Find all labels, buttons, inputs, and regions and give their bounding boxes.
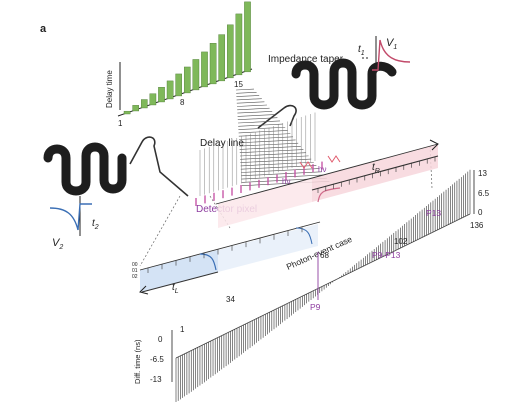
event-tick-102: 102 bbox=[394, 237, 408, 246]
delay-line-segment bbox=[240, 161, 314, 167]
delay-line-segment bbox=[237, 107, 270, 111]
histogram-bar bbox=[149, 93, 157, 106]
v1-pulse-inset: V1 t1 bbox=[358, 36, 411, 76]
event-tick-68: 68 bbox=[320, 251, 329, 260]
delay-line-segment bbox=[236, 95, 260, 97]
histogram-bar bbox=[132, 105, 140, 112]
blue-pulse bbox=[199, 253, 217, 271]
impedance-taper-label: Impedance taper bbox=[268, 54, 344, 65]
event-tick-136: 136 bbox=[470, 221, 484, 230]
delay-line-comb bbox=[199, 88, 330, 196]
delay-line-segment bbox=[241, 171, 322, 177]
delay-histogram: Delay time 1 8 15 bbox=[105, 1, 253, 128]
photon-arrow-2: hν bbox=[318, 155, 341, 174]
delay-line-segment bbox=[239, 152, 307, 157]
event-right-tick-6.5: 6.5 bbox=[478, 189, 490, 198]
detector-pixel-markers bbox=[195, 161, 323, 206]
delay-line-segment bbox=[240, 168, 320, 173]
delay-line-segment bbox=[239, 139, 296, 144]
delay-line-segment bbox=[238, 123, 283, 127]
histogram-bar bbox=[235, 13, 243, 76]
event-baseline bbox=[175, 213, 471, 359]
right-thick-meander bbox=[291, 58, 397, 110]
event-tick-34: 34 bbox=[226, 295, 235, 304]
delay-line-segment bbox=[239, 146, 301, 150]
delay-line-segment bbox=[240, 165, 317, 170]
t1-label: t1 bbox=[358, 44, 365, 57]
delay-line-segment bbox=[237, 120, 281, 124]
v2-pulse-inset: V2 t2 bbox=[49, 196, 99, 251]
histogram-bar bbox=[244, 1, 251, 73]
pink-pulse bbox=[317, 187, 341, 203]
right-thin-loop bbox=[257, 104, 297, 129]
photon-arrow-1: hν bbox=[282, 161, 313, 186]
blue-ribbon-mid bbox=[218, 224, 318, 272]
timing-ribbons: tR tL bbox=[139, 139, 439, 295]
event-right-tick-13: 13 bbox=[478, 169, 487, 178]
delay-line-segment bbox=[237, 111, 273, 114]
left-thick-meander bbox=[43, 142, 127, 196]
photon-label-1: hν bbox=[282, 177, 290, 186]
svg-text:01: 01 bbox=[132, 268, 138, 274]
histogram-y-label: Delay time bbox=[105, 70, 114, 108]
t2-label: t2 bbox=[92, 218, 99, 231]
v1-label: V1 bbox=[386, 37, 397, 51]
ribbon-small-labels: 00 01 02 bbox=[132, 262, 138, 280]
p9-p13-label: P9-P13 bbox=[372, 250, 401, 260]
delay-line-segment bbox=[236, 104, 268, 107]
histogram-tick-8: 8 bbox=[180, 98, 185, 107]
histogram-bar bbox=[140, 99, 148, 109]
tL-label: tL bbox=[172, 282, 179, 295]
blue-ribbon-left bbox=[140, 250, 218, 292]
event-left-tick-m13: -13 bbox=[150, 375, 162, 384]
event-y-label: Diff. time (ns) bbox=[133, 339, 142, 384]
delay-line-segment bbox=[237, 117, 278, 120]
histogram-bar bbox=[218, 34, 226, 82]
delay-line-label: Delay line bbox=[200, 138, 244, 149]
histogram-bar bbox=[192, 59, 200, 91]
photon-event-chart: Photon-event case 1 34 68 102 136 13 6.5… bbox=[133, 169, 490, 402]
v1-pulse bbox=[372, 39, 411, 71]
delay-line-segment bbox=[238, 130, 288, 134]
svg-text:02: 02 bbox=[132, 274, 138, 280]
histogram-bar bbox=[166, 80, 174, 100]
photon-label-2: hν bbox=[318, 165, 326, 174]
histogram-bar bbox=[175, 73, 183, 97]
histogram-bar bbox=[201, 51, 208, 88]
event-left-tick-m6.5: -6.5 bbox=[150, 355, 164, 364]
delay-line-segment bbox=[235, 88, 255, 91]
pink-ribbon-mid bbox=[218, 178, 312, 228]
histogram-tick-15: 15 bbox=[234, 80, 243, 89]
histogram-tick-1: 1 bbox=[118, 119, 123, 128]
histogram-bar bbox=[226, 24, 234, 79]
delay-line-segment bbox=[240, 155, 309, 160]
histogram-bar bbox=[123, 110, 131, 115]
v2-label: V2 bbox=[52, 237, 63, 251]
delay-line-segment bbox=[239, 149, 304, 153]
delay-line-segment bbox=[238, 136, 294, 140]
tR-label: tR bbox=[372, 162, 380, 175]
v2-pulse bbox=[49, 203, 92, 231]
event-tick-1: 1 bbox=[180, 325, 185, 334]
panel-label: a bbox=[40, 23, 47, 35]
p9-label: P9 bbox=[310, 302, 321, 312]
delay-line-segment bbox=[236, 98, 262, 101]
event-left-tick-0: 0 bbox=[158, 335, 163, 344]
event-right-tick-0: 0 bbox=[478, 208, 483, 217]
meander-structure bbox=[43, 58, 397, 206]
delay-line-segment bbox=[237, 114, 275, 117]
delay-line-segment bbox=[240, 158, 312, 163]
svg-text:00: 00 bbox=[132, 262, 138, 268]
delay-line-segment bbox=[238, 126, 286, 130]
delay-line-segment bbox=[236, 91, 257, 94]
histogram-bar bbox=[209, 43, 217, 85]
p13-top-label: P13 bbox=[426, 208, 441, 218]
delay-line-segment bbox=[236, 101, 265, 104]
histogram-bar bbox=[158, 87, 165, 103]
left-thin-loop bbox=[129, 136, 189, 197]
histogram-bar bbox=[183, 66, 191, 94]
